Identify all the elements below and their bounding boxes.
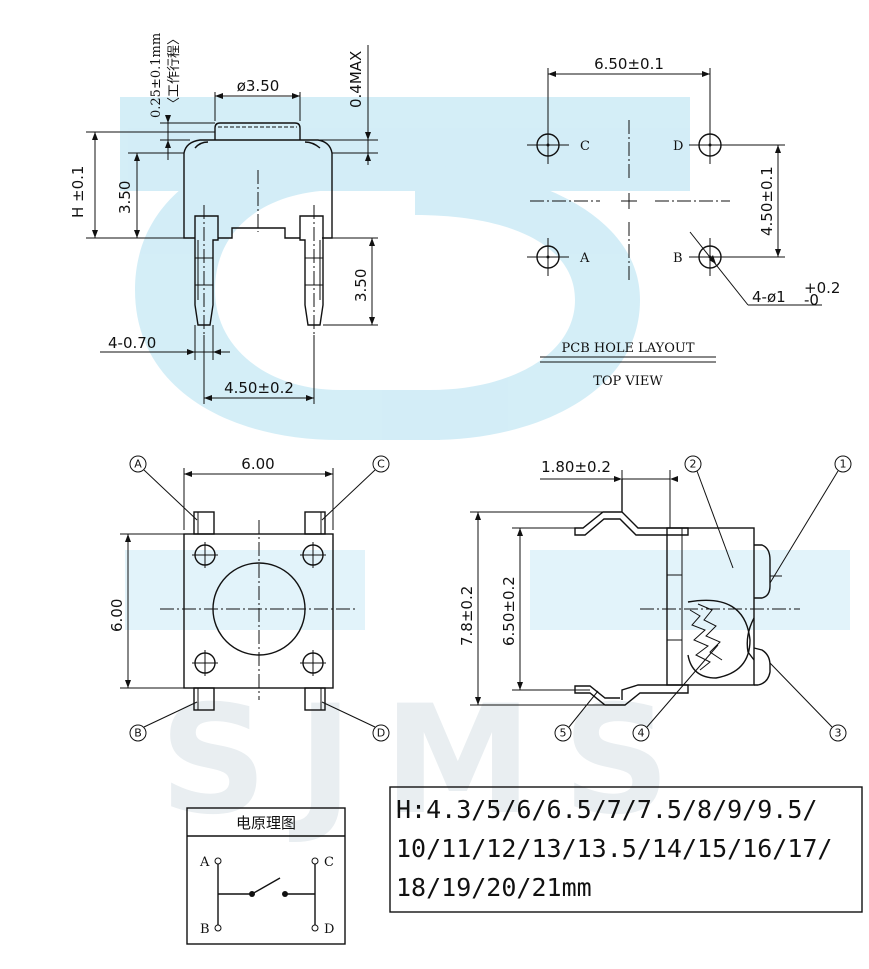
height-options-line-3: 18/19/20/21mm [396,873,592,902]
callout-b: B [129,701,198,742]
svg-text:5: 5 [560,727,567,740]
svg-text:2: 2 [690,458,697,471]
callout-part-5: 5 [554,690,599,742]
svg-text:A: A [134,458,142,471]
height-options-line-2: 10/11/12/13/13.5/14/15/16/17/ [396,834,833,863]
callout-part-3: 3 [769,662,847,742]
pcb-label-a: A [579,251,590,266]
callout-c: C [321,455,390,521]
dim-leg-length: 3.50 [352,269,370,302]
dim-hole-tol-upper: +0.2 [804,279,840,297]
dim-hole-spacing-x: 6.50±0.1 [594,55,664,73]
pcb-hole-d [689,126,731,164]
pcb-label-c: C [580,139,590,154]
dim-pin-offset: 1.80±0.2 [541,458,611,476]
callout-part-4: 4 [632,644,719,742]
svg-text:B: B [134,727,142,740]
dim-total-height: 7.8±0.2 [458,586,476,646]
callout-part-2: 2 [684,455,734,569]
svg-text:1: 1 [840,458,847,471]
schematic-pin-a: A [199,855,210,870]
pcb-hole-c [527,126,569,164]
schematic-pin-c: C [324,855,334,870]
top-view-hole-a [192,542,218,568]
dim-pin-width: 4-0.70 [108,334,156,352]
dim-hole-spacing-y: 4.50±0.1 [758,166,776,236]
svg-text:D: D [377,727,385,740]
svg-text:4: 4 [638,727,645,740]
dim-top-width: 6.00 [241,455,274,473]
top-view: 6.00 6.00 A C B D [108,455,390,742]
schematic-pin-d: D [324,922,334,937]
svg-text:3: 3 [835,727,842,740]
dim-hole-diameter: 4-ø1 [752,288,786,306]
schematic-pin-b: B [200,922,210,937]
height-options-box: H:4.3/5/6/6.5/7/7.5/8/9/9.5/ 10/11/12/13… [389,786,863,913]
dim-body-height: 3.50 [116,181,134,214]
svg-text:C: C [377,458,385,471]
top-view-hole-c [300,542,326,568]
dim-travel-note: 〈工作行程〉 [167,32,182,110]
pcb-hole-layout: 6.50±0.1 4.50±0.1 [527,55,840,389]
dim-pin-spacing: 4.50±0.2 [224,379,294,397]
top-view-hole-d [300,650,326,676]
height-options-line-1: H:4.3/5/6/6.5/7/7.5/8/9/9.5/ [396,795,817,824]
dim-inner-height: 6.50±0.2 [500,576,518,646]
front-view: ø3.50 0.25±0.1mm 〈工作行程〉 0.4MAX H ±0.1 3.… [69,32,378,404]
callout-part-1: 1 [769,455,852,584]
dim-hole-tol-lower: -0 [804,291,819,309]
dim-travel: 0.25±0.1mm [149,33,164,118]
top-view-hole-b [192,650,218,676]
pcb-layout-title: PCB HOLE LAYOUT [562,341,695,356]
callout-d: D [321,701,390,742]
pcb-hole-a [527,238,569,276]
side-view: 1.80±0.2 7.8±0.2 6.50±0.2 1 2 3 4 5 [458,455,852,742]
schematic-title: 电原理图 [236,814,296,832]
pcb-layout-subtitle: TOP VIEW [593,374,663,389]
pcb-label-b: B [673,251,683,266]
dim-gap: 0.4MAX [347,51,365,108]
pcb-label-d: D [673,139,683,154]
callout-a: A [129,455,198,521]
dim-top-height: 6.00 [108,599,126,632]
watermark-text: SJMS [159,674,700,848]
dim-height: H ±0.1 [69,166,87,218]
watermark-logo [120,97,850,630]
schematic: 电原理图 A C B D [186,807,346,945]
dim-button-diameter: ø3.50 [237,77,280,95]
